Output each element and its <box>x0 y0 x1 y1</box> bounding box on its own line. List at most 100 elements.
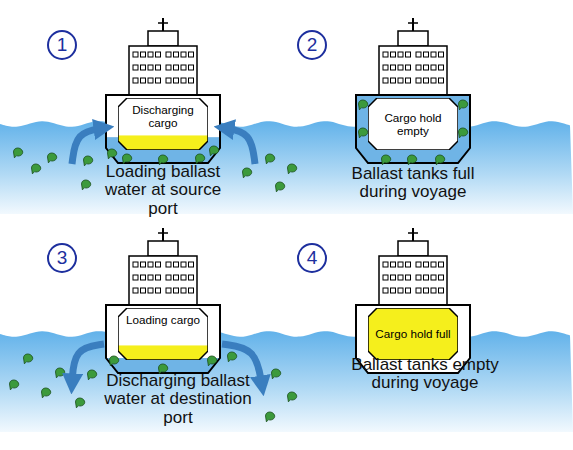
window <box>181 275 186 280</box>
hull <box>356 95 470 163</box>
cargo-hold: Cargo hold full <box>368 308 458 360</box>
window <box>148 275 153 280</box>
window <box>133 275 138 280</box>
organism <box>10 380 19 390</box>
organism <box>84 156 93 166</box>
mast <box>408 232 418 234</box>
window <box>406 262 411 267</box>
organism <box>82 180 91 190</box>
window <box>391 78 396 83</box>
window <box>174 262 179 267</box>
window <box>424 78 429 83</box>
caption: Ballast tanks full during voyage <box>328 165 498 202</box>
flow-arrow <box>224 128 255 164</box>
window <box>439 288 444 293</box>
hull <box>106 305 220 373</box>
hold-outline <box>368 308 458 360</box>
ship <box>103 18 223 168</box>
hold-outline <box>118 98 208 150</box>
callout-number: 1 <box>57 34 68 56</box>
organism <box>359 100 368 110</box>
organism <box>108 149 117 159</box>
window <box>431 52 436 57</box>
window <box>148 65 153 70</box>
organism <box>56 368 65 378</box>
window <box>431 262 436 267</box>
window <box>383 262 388 267</box>
window <box>391 288 396 293</box>
cargo <box>118 345 208 360</box>
hull <box>106 95 220 163</box>
hold-label: Loading cargo <box>120 313 206 326</box>
window <box>133 288 138 293</box>
window <box>439 78 444 83</box>
window <box>416 262 421 267</box>
window <box>416 275 421 280</box>
window <box>431 65 436 70</box>
window <box>166 78 171 83</box>
window <box>439 65 444 70</box>
mast <box>412 18 414 31</box>
flow-arrow <box>72 128 104 164</box>
mast <box>158 22 168 24</box>
organism <box>76 398 85 408</box>
window <box>383 288 388 293</box>
window <box>416 78 421 83</box>
cargo <box>368 308 458 360</box>
window <box>391 52 396 57</box>
window <box>383 65 388 70</box>
organism <box>436 155 445 165</box>
superstructure <box>129 256 197 305</box>
mast <box>408 22 418 24</box>
bridge <box>398 241 428 256</box>
window <box>166 288 171 293</box>
window <box>424 65 429 70</box>
window <box>424 288 429 293</box>
window <box>148 262 153 267</box>
window <box>181 65 186 70</box>
window <box>141 65 146 70</box>
superstructure <box>379 46 447 95</box>
ship <box>103 228 223 378</box>
mast <box>158 232 168 234</box>
hold-outline <box>368 98 458 150</box>
organism <box>408 155 417 165</box>
window <box>189 288 194 293</box>
hold-label: Cargo hold full <box>369 327 456 340</box>
step-number: 2 <box>297 30 327 60</box>
organism <box>276 182 285 192</box>
organism <box>272 369 281 379</box>
organism <box>88 370 97 380</box>
window <box>148 288 153 293</box>
window <box>383 275 388 280</box>
window <box>431 78 436 83</box>
window <box>383 52 388 57</box>
window <box>398 78 403 83</box>
flow-arrow <box>72 344 104 384</box>
organism <box>210 146 219 156</box>
window <box>189 65 194 70</box>
window <box>391 275 396 280</box>
window <box>189 275 194 280</box>
window <box>156 262 161 267</box>
window <box>391 262 396 267</box>
organism <box>243 168 252 178</box>
window <box>406 288 411 293</box>
window <box>431 288 436 293</box>
window <box>416 65 421 70</box>
organism <box>32 164 41 174</box>
window <box>439 262 444 267</box>
superstructure <box>379 256 447 305</box>
organism <box>382 155 391 165</box>
water <box>0 121 573 214</box>
organism <box>288 392 297 402</box>
mast <box>162 228 164 241</box>
window <box>148 78 153 83</box>
window <box>166 52 171 57</box>
window <box>416 52 421 57</box>
organism <box>208 356 217 366</box>
window <box>174 288 179 293</box>
window <box>398 288 403 293</box>
